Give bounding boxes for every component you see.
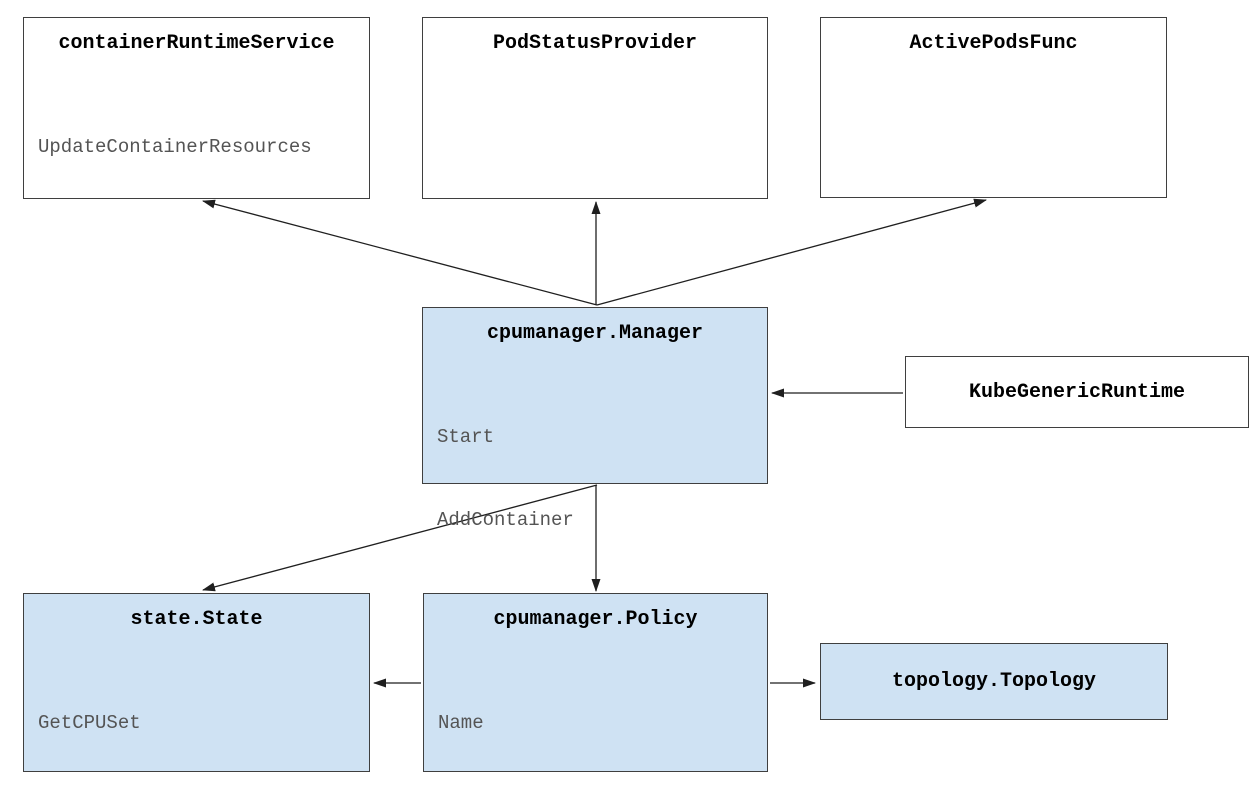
node-title: cpumanager.Policy <box>493 608 698 631</box>
node-method-list: UpdateContainerResources <box>24 79 369 217</box>
method-label: AddContainer <box>437 508 574 531</box>
arrow-manager-to-active-pods-func <box>596 198 987 306</box>
node-title: containerRuntimeService <box>58 32 335 55</box>
node-container-runtime-service: containerRuntimeService UpdateContainerR… <box>23 17 370 199</box>
node-pod-status-provider: PodStatusProvider <box>422 17 768 199</box>
node-state-state: state.State GetCPUSet GetDefaultCPUSet S… <box>23 593 370 772</box>
node-title: PodStatusProvider <box>492 32 698 55</box>
method-label: Name <box>438 712 484 734</box>
method-label: Start <box>437 426 495 448</box>
node-cpumanager-manager: cpumanager.Manager Start AddContainer Re… <box>422 307 768 696</box>
node-topology-topology: topology.Topology <box>820 643 1168 720</box>
node-title: state.State <box>130 608 263 631</box>
arrow-manager-to-container-runtime-service <box>202 199 598 306</box>
node-cpumanager-policy: cpumanager.Policy Name AddContainer Remo… <box>423 593 768 772</box>
method-label: UpdateContainerResources <box>38 136 312 158</box>
node-active-pods-func: ActivePodsFunc <box>820 17 1167 198</box>
node-title: cpumanager.Manager <box>486 322 704 345</box>
node-title: topology.Topology <box>891 670 1097 693</box>
method-label: GetCPUSet <box>38 712 141 734</box>
node-method-list: Name AddContainer RemoveContainer <box>424 655 767 788</box>
node-title: KubeGenericRuntime <box>968 380 1186 404</box>
node-title: ActivePodsFunc <box>909 32 1078 55</box>
node-kube-generic-runtime: KubeGenericRuntime <box>905 356 1249 428</box>
node-method-list: GetCPUSet GetDefaultCPUSet SetCPUSet Set… <box>24 655 369 788</box>
